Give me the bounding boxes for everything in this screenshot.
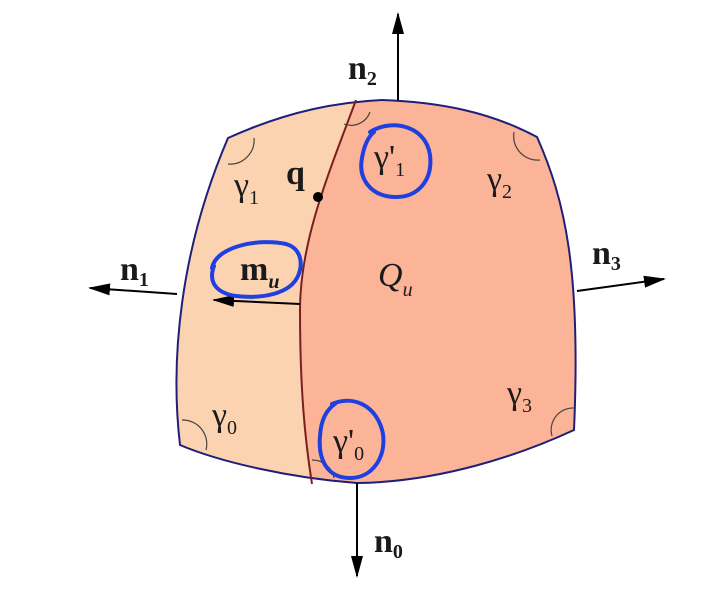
corner-angle-arc-2 [513,131,541,161]
label-gamma2: γ2 [486,161,512,203]
arrow-n1 [88,283,178,296]
highlight-m-u [210,240,303,299]
label-gamma0-prime: γ'0 [332,423,364,465]
label-n1: n1 [120,251,149,291]
label-m-u: mu [240,251,279,293]
patch-outline [175,98,577,485]
point-q [313,192,323,202]
label-gamma3: γ3 [506,375,532,417]
label-Q-u: Qu [378,257,413,301]
corner-angle-arc-1 [227,137,255,165]
corner-angle-arc-3 [550,407,576,437]
corner-angle-arc-0 [181,419,208,451]
corner-angle-arc-top [343,111,371,126]
arrow-m-u [212,294,301,307]
label-n2: n2 [348,50,377,90]
label-n3: n3 [592,235,621,275]
highlight-gamma0-prime [317,398,386,481]
label-gamma0: γ0 [211,397,237,439]
boundary-curve [298,99,357,485]
arrow-n3 [576,275,666,292]
label-q: q [286,155,305,192]
label-n0: n0 [374,523,403,563]
label-gamma1-prime: γ'1 [373,139,405,181]
highlight-gamma1-prime [359,123,433,200]
label-gamma1: γ1 [233,167,259,209]
